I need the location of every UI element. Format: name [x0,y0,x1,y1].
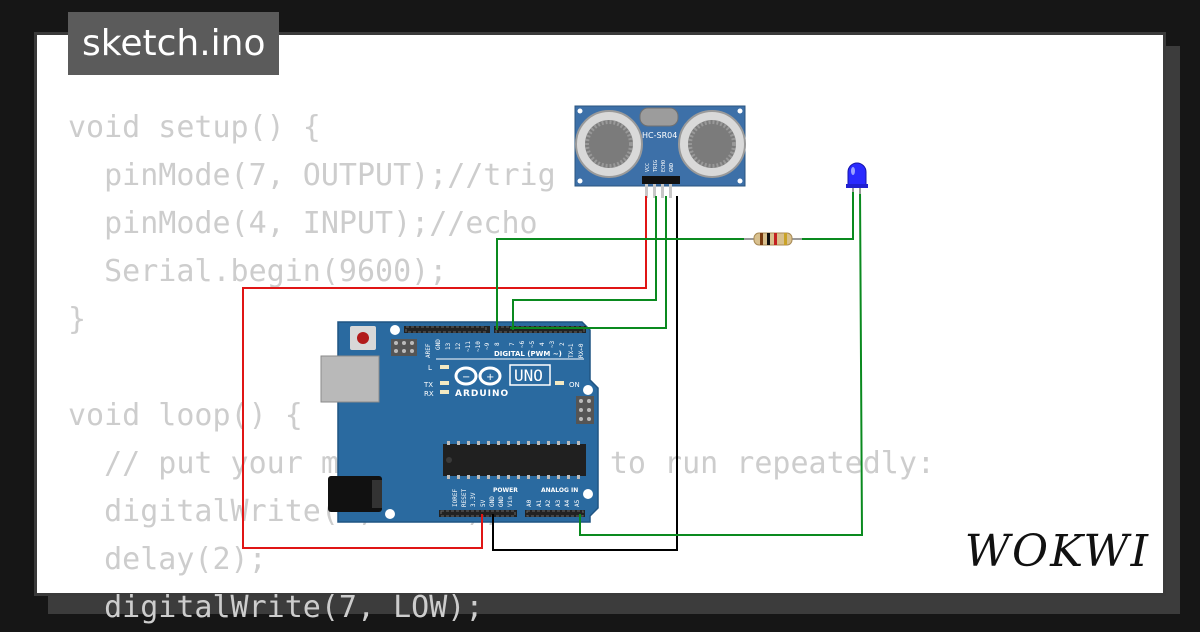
analog-pin-header[interactable] [525,510,585,517]
code-line: delay(2); [68,542,267,577]
led-tx-indicator [440,381,449,385]
mounting-hole [583,489,593,499]
board-brand: ARDUINO [455,389,509,399]
board-model: UNO [514,366,543,385]
sensor-pin-label: VCC [645,163,651,172]
sensor-pin-label: ECHO [661,160,667,172]
power-header-label: POWER [493,487,518,494]
icsp-header [391,339,417,356]
led[interactable] [846,162,868,194]
analog-header-label: ANALOG IN [541,487,578,494]
resistor[interactable] [744,232,802,246]
pin-label: RESET [461,489,468,507]
arduino-uno-board[interactable]: AREF GND 13 12 ~11 ~10 ~9 8 7 ~6 ~5 4 ~3… [320,321,599,523]
pin-label: GND [489,496,496,507]
transducer-left [575,110,643,178]
power-jack [328,476,382,512]
pin-label: 8 [494,342,501,346]
pin-label: GND [498,496,505,507]
pin-label: ~6 [519,340,526,348]
code-line: digitalWrite(7, LOW); [68,590,484,625]
power-pin-header[interactable] [439,510,517,517]
led-label: L [428,364,432,372]
led-label: RX [424,390,434,398]
microcontroller-chip [443,441,586,479]
wire-resistor-led[interactable] [792,190,854,240]
pin-label: 12 [455,342,462,350]
pin-label: 3.3V [470,492,477,507]
pin-label: GND [435,339,442,350]
pin-label: RX←0 [578,343,585,358]
code-line: void loop() { [68,398,303,433]
svg-text:+: + [486,372,494,383]
code-line: void setup() { [68,110,321,145]
led-label: ON [569,381,580,389]
sensor-model-label: HC-SR04 [642,131,677,140]
code-background: void setup() { pinMode(7, OUTPUT);//trig… [68,104,935,632]
mounting-hole [583,385,593,395]
led-rx-indicator [440,390,449,394]
led-label: TX [423,381,433,389]
wokwi-logo: WOKWI [964,526,1150,577]
ultrasonic-sensor[interactable]: HC-SR04 VCC TRIG ECHO GND [574,105,746,198]
pin-label: A2 [545,499,552,507]
pin-label: TX→1 [568,343,575,358]
pin-label: A4 [564,499,571,507]
pin-label: A3 [555,499,562,507]
code-line: } [68,302,87,337]
sensor-pin-label: TRIG [653,160,659,172]
wire-vcc-5v[interactable] [242,196,647,549]
reset-button-cap[interactable] [357,332,369,344]
pin-label: ~3 [549,340,556,348]
wire-led-a5[interactable] [579,189,864,536]
sensor-pin-label: GND [669,163,675,172]
transducer-right [678,110,746,178]
code-line: Serial.begin(9600); [68,254,448,289]
svg-text:−: − [462,372,470,383]
usb-port [320,355,380,403]
pin-label: 2 [559,342,566,346]
pin-label: 13 [445,342,452,350]
wire-ground[interactable] [492,196,678,551]
mounting-hole [390,325,400,335]
pin-label: A1 [536,499,543,507]
pin-label: ~11 [465,341,472,352]
pin-label: ~5 [529,340,536,348]
code-line: pinMode(7, OUTPUT);//trig [68,158,556,193]
pin-label: AREF [425,343,432,358]
crystal-oscillator [639,107,679,127]
pin-label: A0 [526,499,533,507]
led-l-indicator [440,365,449,369]
pin-label: 7 [509,342,516,346]
pin-label: IOREF [452,489,459,507]
sketch-title-tab[interactable]: sketch.ino [68,12,280,75]
code-line: pinMode(4, INPUT);//echo [68,206,538,241]
uno-badge [509,364,551,386]
pin-label: Vin [507,496,514,507]
pin-label: A5 [574,499,581,507]
pin-label: 4 [539,342,546,346]
icsp-header-right [576,396,594,424]
wire-echo-pin4[interactable] [512,196,657,330]
digital-header-label: DIGITAL (PWM ~) [494,350,562,358]
mounting-hole [385,509,395,519]
wire-trig-pin7[interactable] [510,196,667,329]
digital-pin-header[interactable] [404,326,586,333]
led-on-indicator [555,381,564,385]
pin-label: ~10 [475,341,482,352]
sensor-pin-header [642,176,680,184]
wire-resistor-pin8[interactable] [496,238,750,330]
pin-label: ~9 [484,342,491,350]
pin-label: 5V [480,499,487,507]
power-jack-tip [372,480,382,508]
arduino-infinity-logo: − + [454,366,502,386]
